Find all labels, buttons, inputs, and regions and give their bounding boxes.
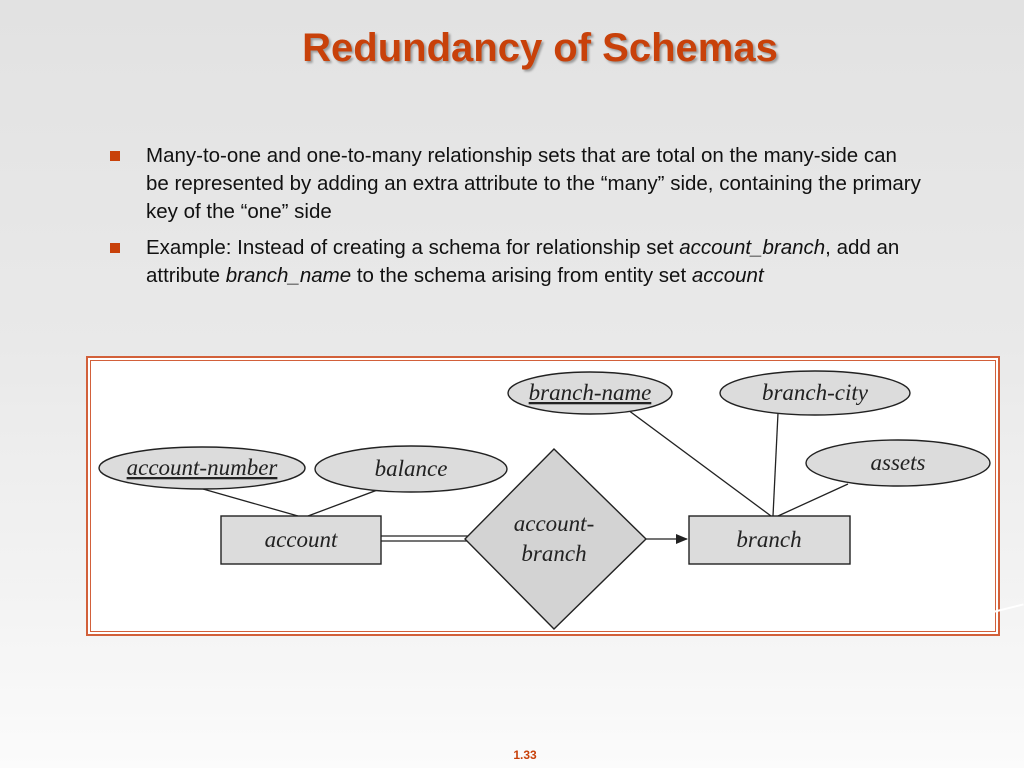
bullet-text-1: Many-to-one and one-to-many relationship… (146, 144, 921, 223)
entity-account-label: account (265, 527, 338, 552)
square-bullet-icon (110, 243, 120, 253)
connector-account-number (202, 488, 299, 517)
entity-branch-label: branch (736, 527, 801, 552)
attribute-branch-name: branch-name (507, 371, 673, 415)
bullet-text-2-part2: , add an attribute (146, 236, 900, 287)
er-diagram: account-number balance branch-name branc… (98, 370, 991, 630)
bullet-item-2: Example: Instead of creating a schema fo… (104, 234, 924, 290)
relationship-label-line1: account- (514, 511, 594, 536)
connector-branch-name (627, 409, 772, 517)
attribute-assets-label: assets (871, 450, 926, 475)
connector-branch-city (772, 412, 779, 517)
entity-branch: branch (688, 515, 851, 565)
er-diagram-frame: account-number balance branch-name branc… (86, 356, 1000, 636)
entity-account: account (220, 515, 382, 565)
attribute-branch-city: branch-city (719, 370, 911, 416)
attribute-balance-label: balance (375, 456, 448, 481)
bullet-text-2-part1: Example: Instead of creating a schema fo… (146, 236, 680, 259)
attribute-balance: balance (314, 445, 508, 493)
relationship-label-line2: branch (521, 541, 586, 566)
bullet-text-2-italic2: branch_name (225, 264, 352, 287)
attribute-assets: assets (805, 439, 991, 487)
bullet-text-2-italic1: account_branch (679, 236, 826, 259)
connector-assets (777, 483, 849, 517)
attribute-account-number-label: account-number (127, 455, 279, 480)
page-number: 1.33 (513, 748, 537, 762)
bullet-text-2-part3: to the schema arising from entity set (351, 264, 692, 287)
attribute-account-number: account-number (98, 446, 306, 490)
attribute-branch-name-label: branch-name (529, 380, 652, 405)
attribute-branch-city-label: branch-city (762, 380, 869, 405)
bullet-text-2-italic3: account (691, 264, 764, 287)
slide-title: Redundancy of Schemas (302, 26, 778, 70)
square-bullet-icon (110, 151, 120, 161)
bullet-list: Many-to-one and one-to-many relationship… (104, 142, 924, 298)
relationship-account-branch: account- branch (464, 448, 648, 630)
bullet-item-1: Many-to-one and one-to-many relationship… (104, 142, 924, 226)
